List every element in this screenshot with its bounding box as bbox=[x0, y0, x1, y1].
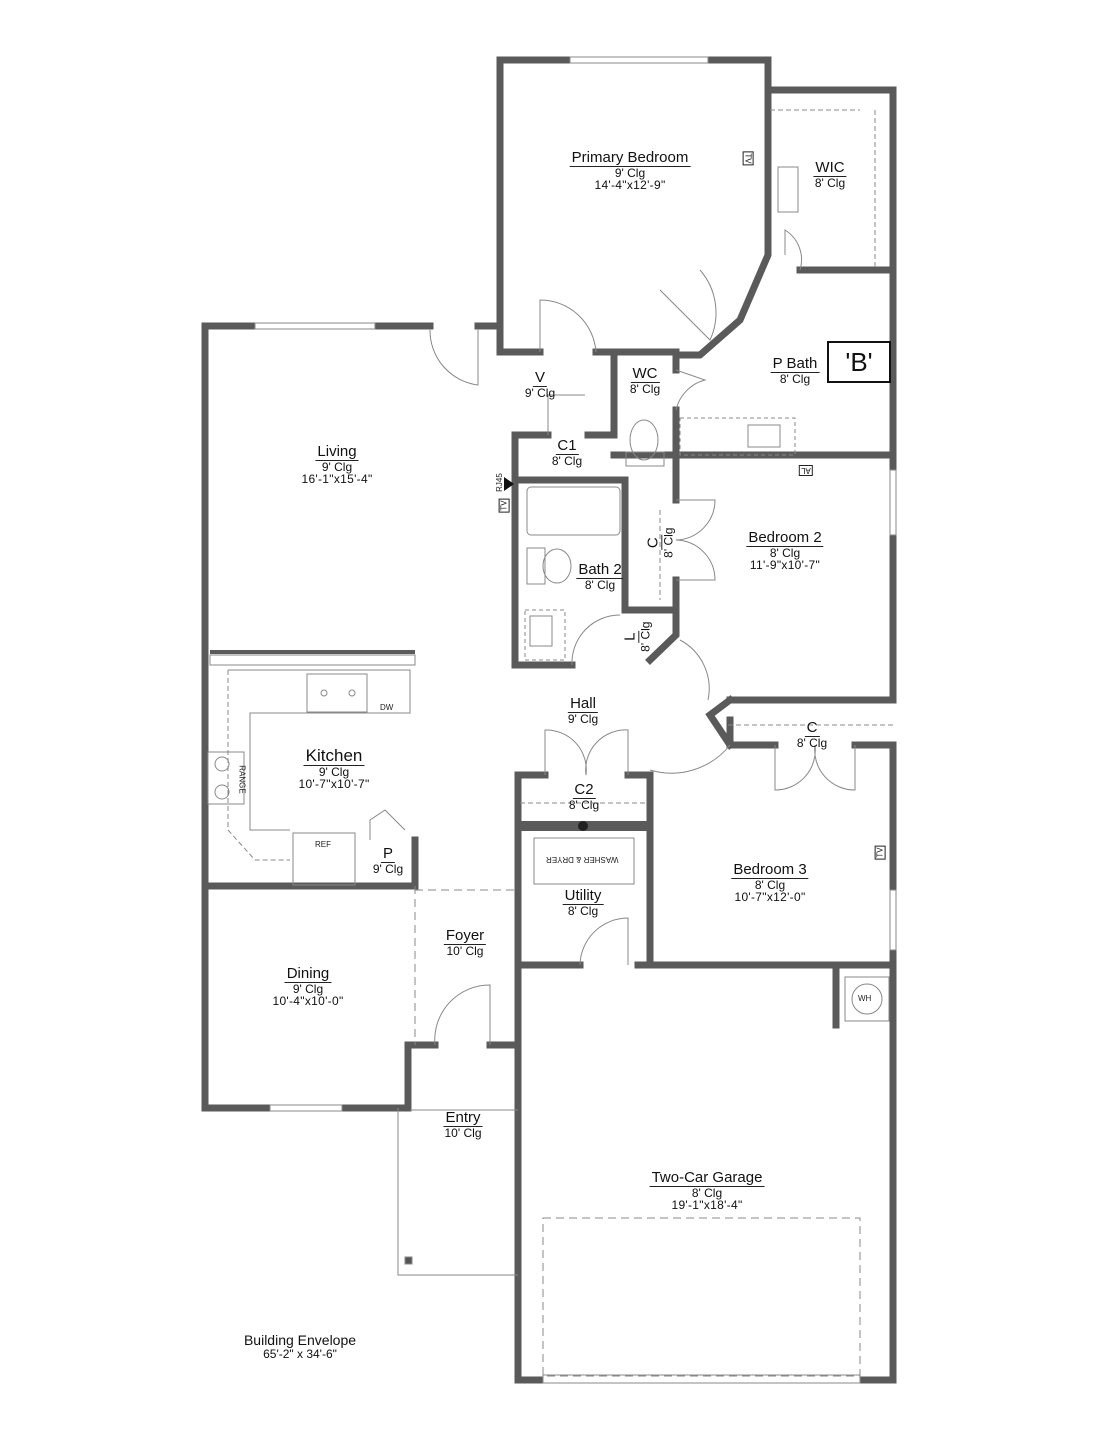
envelope-title: Building Envelope bbox=[243, 1332, 357, 1348]
room-ceiling: 8' Clg bbox=[779, 371, 811, 386]
room-ceiling: 8' Clg bbox=[638, 621, 653, 652]
room-ceiling: 8' Clg bbox=[769, 545, 801, 560]
room-name: C bbox=[804, 719, 820, 737]
room-dims: 19'-1"x18'-4" bbox=[671, 1198, 743, 1213]
room-bedroom-2: Bedroom 2 8' Clg 11'-9"x10'-7" bbox=[746, 529, 824, 573]
room-name: Primary Bedroom bbox=[569, 149, 691, 167]
room-c1: C1 8' Clg bbox=[552, 438, 582, 467]
room-ceiling: 9' Clg bbox=[292, 981, 324, 996]
room-name: L bbox=[621, 630, 640, 643]
room-name: Two-Car Garage bbox=[649, 1169, 765, 1187]
building-envelope: Building Envelope 65'-2" x 34'-6" bbox=[243, 1332, 357, 1362]
room-name: P Bath bbox=[770, 355, 820, 373]
room-dining: Dining 9' Clg 10'-4"x10'-0" bbox=[272, 966, 343, 1008]
room-p-bath: P Bath 8' Clg bbox=[770, 355, 820, 386]
room-ceiling: 8' Clg bbox=[568, 797, 600, 812]
room-c2: C2 8' Clg bbox=[569, 782, 599, 811]
dishwasher: DW bbox=[380, 703, 394, 712]
room-name: C1 bbox=[555, 437, 579, 455]
room-ceiling: 8' Clg bbox=[567, 903, 599, 918]
room-entry: Entry 10' Clg bbox=[443, 1109, 483, 1140]
room-ceiling: 8' Clg bbox=[796, 735, 828, 750]
room-dims: 11'-9"x10'-7" bbox=[749, 558, 821, 573]
room-name: Utility bbox=[562, 887, 604, 905]
room-ceiling: 10' Clg bbox=[446, 943, 484, 958]
room-primary-bedroom: Primary Bedroom 9' Clg 14'-4"x12'-9" bbox=[569, 149, 691, 193]
room-utility: Utility 8' Clg bbox=[562, 887, 604, 918]
room-hall: Hall 9' Clg bbox=[568, 696, 598, 725]
room-living: Living 9' Clg 16'-1"x15'-4" bbox=[301, 444, 372, 486]
range: RANGE bbox=[237, 765, 247, 794]
room-name: P bbox=[380, 845, 395, 863]
refrigerator: REF bbox=[315, 840, 331, 849]
room-dims: 10'-7"x12'-0" bbox=[734, 890, 806, 905]
water-heater: WH bbox=[858, 994, 872, 1003]
room-name: Bedroom 2 bbox=[746, 529, 824, 547]
room-ceiling: 9' Clg bbox=[321, 459, 353, 474]
room-name: Entry bbox=[443, 1109, 483, 1127]
room-wc: WC 8' Clg bbox=[630, 366, 660, 395]
room-dims: 10'-7"x10'-7" bbox=[298, 777, 370, 792]
room-ceiling: 8' Clg bbox=[661, 527, 676, 558]
room-name: Dining bbox=[284, 965, 332, 983]
tv-outlet-bed3: TV bbox=[874, 845, 886, 860]
room-foyer: Foyer 10' Clg bbox=[443, 927, 487, 958]
room-ceiling: 9' Clg bbox=[524, 385, 556, 400]
room-name: WIC bbox=[813, 159, 847, 177]
room-name: V bbox=[532, 369, 547, 387]
room-name: Kitchen bbox=[303, 746, 365, 766]
room-dims: 10'-4"x10'-0" bbox=[272, 994, 344, 1009]
attic-access: AL bbox=[799, 465, 813, 476]
room-ceiling: 9' Clg bbox=[318, 764, 350, 779]
room-closet-bed2: C 8' Clg bbox=[644, 527, 676, 558]
rj45-outlet: RJ45 bbox=[494, 473, 504, 492]
room-wic: WIC 8' Clg bbox=[813, 159, 847, 190]
washer-dryer: WASHER & DRYER bbox=[546, 855, 619, 864]
room-ceiling: 8' Clg bbox=[551, 453, 583, 468]
room-linen: L 8' Clg bbox=[621, 621, 653, 652]
room-ceiling: 8' Clg bbox=[691, 1185, 723, 1200]
room-dims: 16'-1"x15'-4" bbox=[301, 472, 373, 487]
room-pantry: P 9' Clg bbox=[373, 846, 403, 875]
room-closet-bed3: C 8' Clg bbox=[797, 720, 827, 749]
elevation-badge: 'B' bbox=[827, 341, 891, 383]
room-name: Living bbox=[315, 443, 359, 461]
room-ceiling: 8' Clg bbox=[584, 577, 616, 592]
room-bedroom-3: Bedroom 3 8' Clg 10'-7"x12'-0" bbox=[731, 861, 809, 905]
room-name: Foyer bbox=[443, 927, 487, 945]
room-bath-2: Bath 2 8' Clg bbox=[576, 561, 624, 592]
room-ceiling: 10' Clg bbox=[444, 1125, 482, 1140]
room-name: C bbox=[644, 535, 663, 551]
room-dims: 14'-4"x12'-9" bbox=[594, 178, 666, 193]
envelope-dims: 65'-2" x 34'-6" bbox=[263, 1347, 337, 1362]
room-ceiling: 8' Clg bbox=[629, 381, 661, 396]
room-v: V 9' Clg bbox=[525, 370, 555, 399]
room-ceiling: 8' Clg bbox=[754, 877, 786, 892]
room-ceiling: 9' Clg bbox=[567, 711, 599, 726]
room-name: C2 bbox=[572, 781, 596, 799]
room-ceiling: 8' Clg bbox=[814, 175, 846, 190]
room-name: Hall bbox=[568, 695, 598, 713]
room-name: WC bbox=[630, 365, 660, 383]
room-ceiling: 9' Clg bbox=[372, 861, 404, 876]
room-kitchen: Kitchen 9' Clg 10'-7"x10'-7" bbox=[298, 747, 369, 791]
room-name: Bath 2 bbox=[576, 561, 624, 579]
tv-outlet-primary: TV bbox=[742, 151, 754, 166]
tv-outlet-living: TV bbox=[498, 498, 510, 513]
room-ceiling: 9' Clg bbox=[614, 165, 646, 180]
room-garage: Two-Car Garage 8' Clg 19'-1"x18'-4" bbox=[649, 1169, 765, 1213]
room-name: Bedroom 3 bbox=[731, 861, 809, 879]
